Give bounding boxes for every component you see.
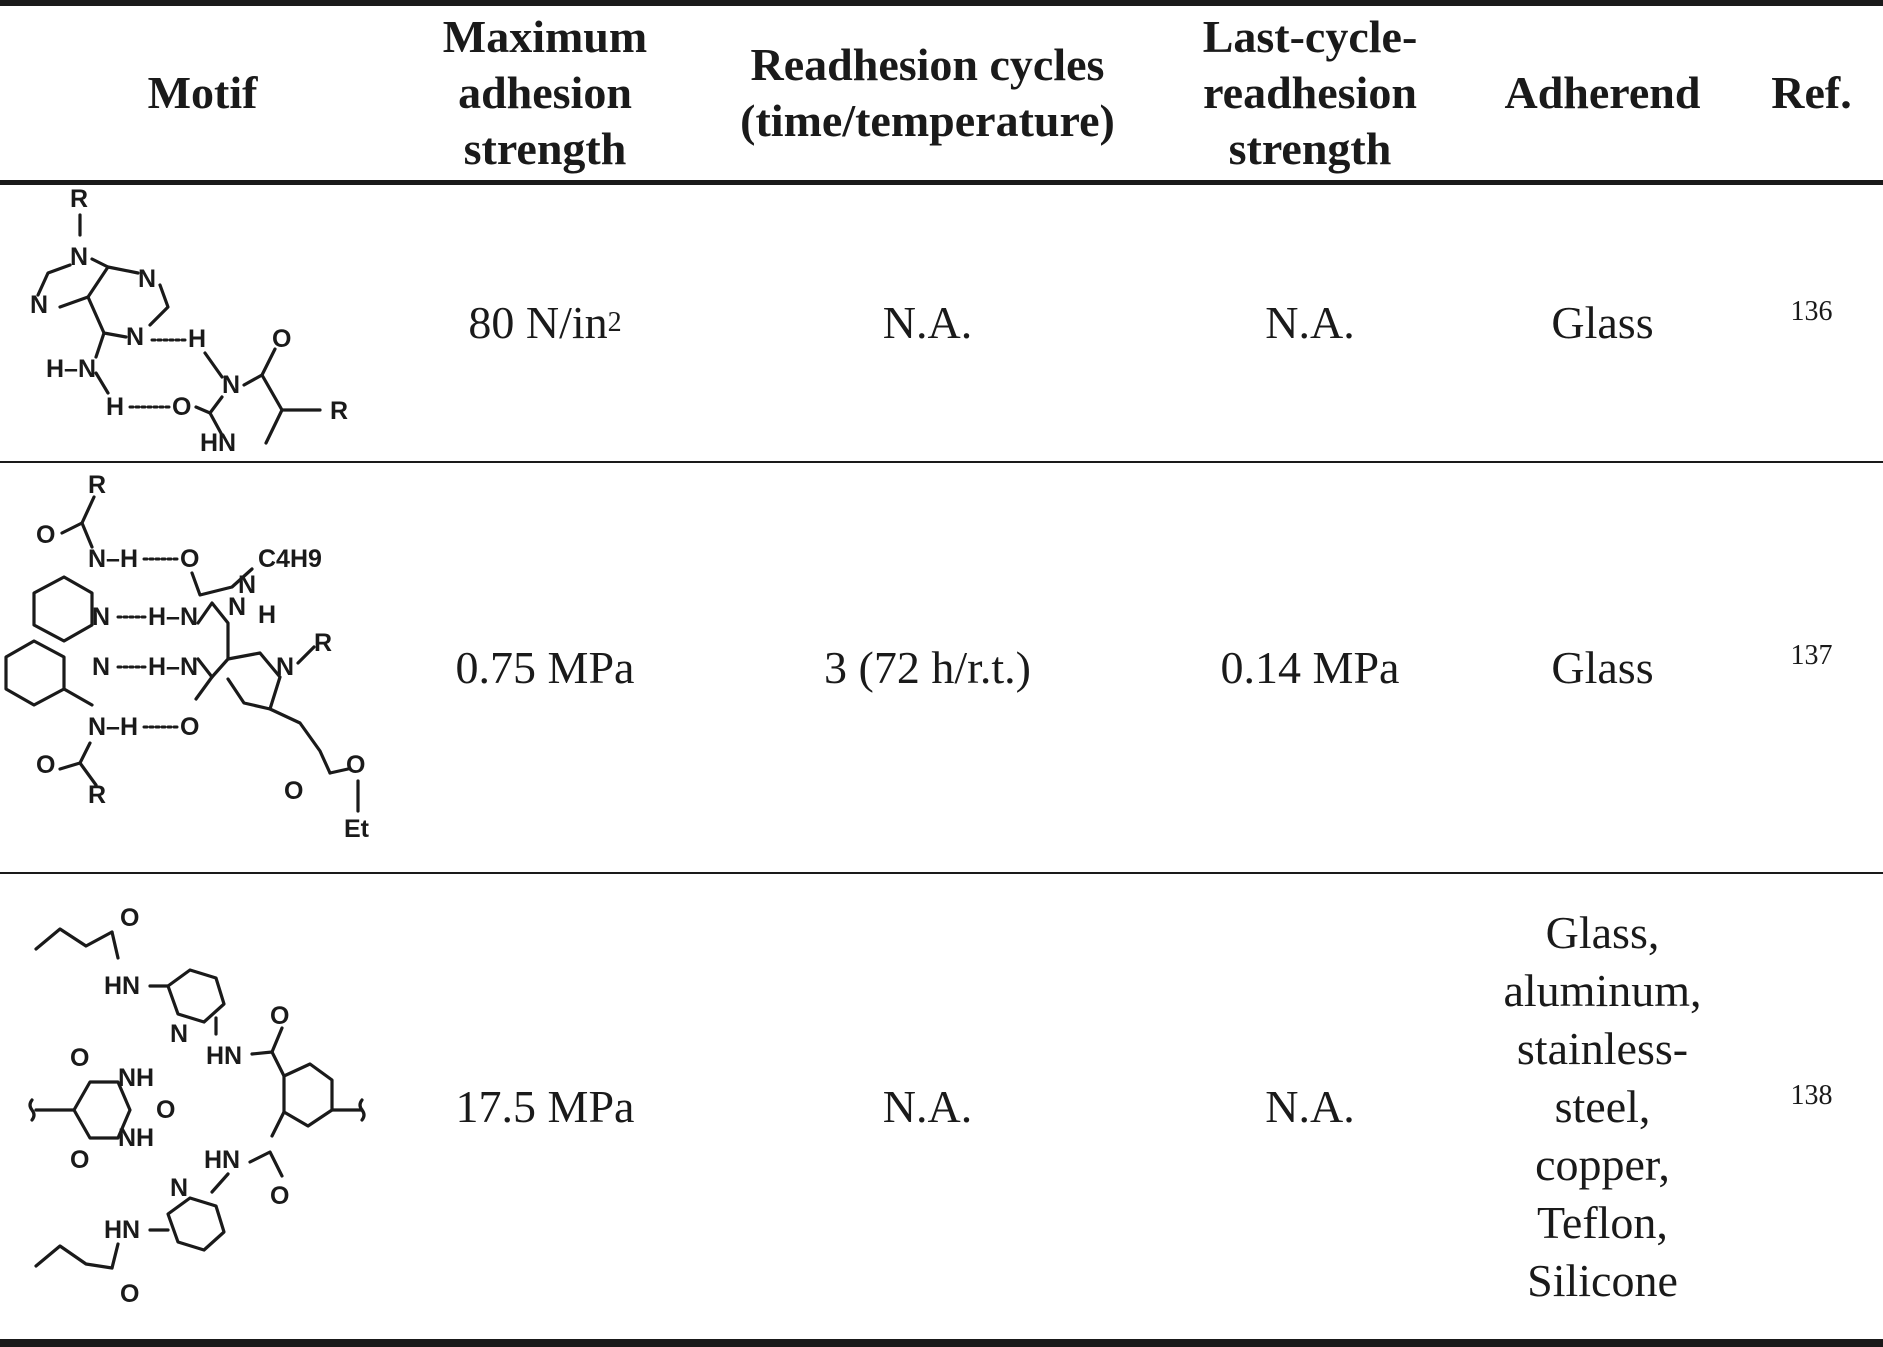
max-strength-superscript: 2 — [607, 307, 622, 338]
row-adherend: Glass — [1551, 297, 1654, 348]
header-bottom-rule — [0, 180, 1883, 185]
svg-text:O: O — [270, 1182, 289, 1210]
svg-text:O: O — [172, 393, 191, 421]
table-bottom-rule — [0, 1339, 1883, 1347]
svg-text:H: H — [188, 325, 206, 353]
svg-text:O: O — [346, 751, 365, 779]
svg-text:N: N — [70, 243, 88, 271]
svg-text:N: N — [228, 593, 246, 621]
row-max-strength: 0.75 MPa — [455, 641, 635, 693]
svg-text:N: N — [276, 653, 294, 681]
max-strength-value: 80 N/in — [468, 297, 608, 348]
row-ref: 138 — [1790, 1080, 1833, 1111]
row-divider — [0, 461, 1883, 463]
svg-text:H–N: H–N — [148, 653, 198, 681]
svg-text:N: N — [92, 603, 110, 631]
svg-text:R: R — [314, 629, 332, 657]
row-cycles: N.A. — [882, 1080, 973, 1132]
svg-text:HN: HN — [200, 429, 236, 457]
svg-text:N–H: N–H — [88, 545, 138, 573]
svg-text:H–N: H–N — [148, 603, 198, 631]
svg-text:R: R — [70, 185, 88, 213]
row-ref: 137 — [1790, 640, 1833, 671]
svg-text:N: N — [138, 265, 156, 293]
svg-text:O: O — [36, 751, 55, 779]
svg-text:NH: NH — [118, 1124, 154, 1152]
svg-text:O: O — [156, 1096, 175, 1124]
svg-text:O: O — [270, 1002, 289, 1030]
svg-text:N: N — [170, 1020, 188, 1048]
svg-text:N: N — [170, 1174, 188, 1202]
header-last-cycle-strength: Last-cycle- readhesion strength — [1202, 11, 1418, 174]
motif-structure-barbiturate-receptor: O HN N HN O HN O N HN O O NH O NH O — [28, 904, 366, 1308]
svg-text:N: N — [238, 571, 256, 599]
row-adherend: Glass — [1551, 641, 1654, 693]
svg-text:O: O — [36, 521, 55, 549]
svg-text:O: O — [272, 325, 291, 353]
row-max-strength: 17.5 MPa — [455, 1080, 635, 1132]
svg-text:NH: NH — [118, 1064, 154, 1092]
svg-text:O: O — [70, 1146, 89, 1174]
svg-text:O: O — [180, 545, 199, 573]
svg-text:Et: Et — [344, 815, 370, 843]
svg-text:N: N — [126, 323, 144, 351]
table-top-rule — [0, 0, 1883, 6]
row-last-strength: 0.14 MPa — [1220, 641, 1400, 693]
header-motif: Motif — [147, 67, 258, 118]
svg-text:R: R — [88, 781, 106, 809]
svg-text:HN: HN — [204, 1146, 240, 1174]
svg-text:H: H — [106, 393, 124, 421]
header-adherend: Adherend — [1504, 67, 1701, 118]
svg-text:HN: HN — [206, 1042, 242, 1070]
header-ref: Ref. — [1771, 67, 1852, 118]
svg-text:O: O — [70, 1044, 89, 1072]
svg-text:O: O — [180, 713, 199, 741]
svg-text:H: H — [258, 601, 276, 629]
row-last-strength: N.A. — [1265, 297, 1355, 348]
motif-structure-adenine-thymine: R N N N N N H H–N H O N O R HN — [30, 185, 348, 457]
svg-text:O: O — [284, 777, 303, 805]
svg-text:HN: HN — [104, 1216, 140, 1244]
row-cycles: 3 (72 h/r.t.) — [824, 641, 1031, 693]
svg-text:HN: HN — [104, 972, 140, 1000]
row-cycles: N.A. — [882, 297, 973, 348]
motif-structure-naphthyridine-guanosine: O R N–H O C4H9 N H N H–N N H–N N N R N–H… — [4, 471, 370, 843]
svg-text:N: N — [30, 291, 48, 319]
row-ref: 136 — [1790, 296, 1833, 327]
row-divider — [0, 872, 1883, 874]
svg-text:H–N: H–N — [46, 355, 96, 383]
svg-text:N: N — [92, 653, 110, 681]
svg-text:C4H9: C4H9 — [258, 545, 322, 573]
svg-text:N–H: N–H — [88, 713, 138, 741]
svg-text:O: O — [120, 904, 139, 932]
svg-text:R: R — [88, 471, 106, 499]
row-adherend: Glass, aluminum, stainless- steel, coppe… — [1503, 906, 1702, 1306]
svg-text:N: N — [222, 371, 240, 399]
row-last-strength: N.A. — [1265, 1080, 1355, 1132]
svg-text:O: O — [120, 1280, 139, 1308]
header-max-strength: Maximum adhesion strength — [442, 11, 648, 174]
svg-text:R: R — [330, 397, 348, 425]
header-readhesion-cycles: Readhesion cycles (time/temperature) — [740, 39, 1115, 146]
